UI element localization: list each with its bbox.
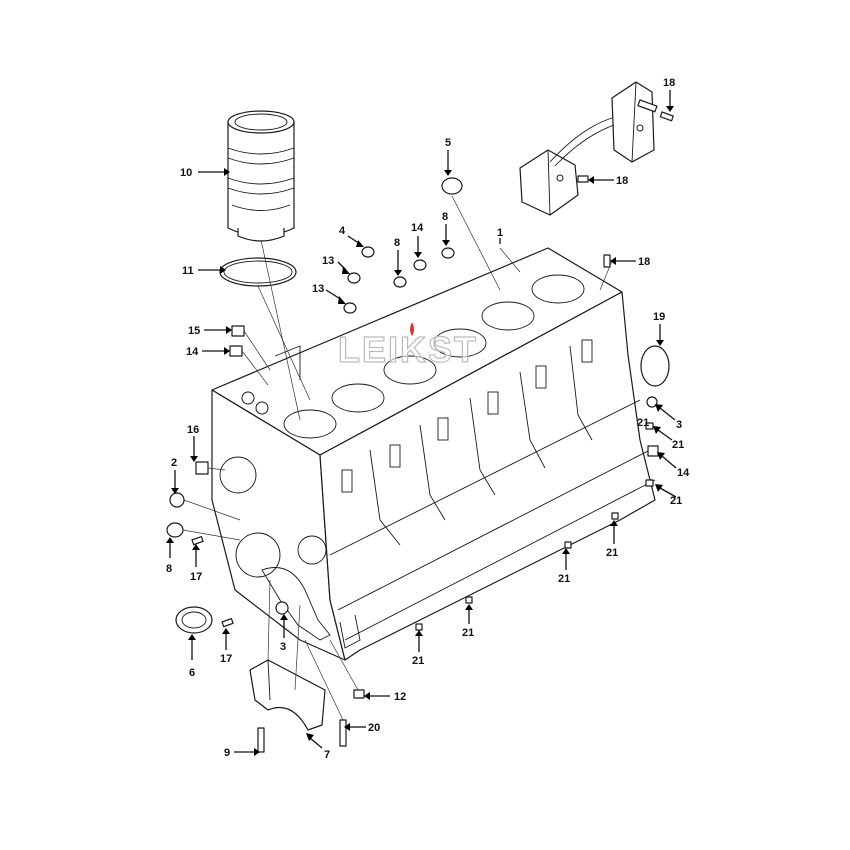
callout-21: 21 — [672, 439, 684, 451]
callout-9: 9 — [224, 747, 230, 759]
callout-11: 11 — [182, 265, 194, 277]
callout-7: 7 — [324, 749, 330, 761]
flame-logo-icon — [410, 322, 414, 336]
callout-12: 12 — [394, 691, 406, 703]
liner-seal-ring — [219, 257, 297, 287]
callout-15: 15 — [188, 325, 200, 337]
breather-bracket-assembly — [519, 81, 674, 216]
leader-lines — [182, 195, 613, 721]
callout-21: 21 — [558, 573, 570, 585]
callout-13: 13 — [322, 255, 334, 267]
callout-2: 2 — [171, 457, 177, 469]
callout-19: 19 — [653, 311, 665, 323]
callout-3: 3 — [280, 641, 286, 653]
callout-14: 14 — [411, 222, 424, 234]
callout-labels: 1 2 3 3 4 5 6 7 8 8 8 9 10 11 12 13 13 1… — [166, 77, 690, 761]
callout-21: 21 — [606, 547, 618, 559]
callout-4: 4 — [339, 225, 346, 237]
callout-17: 17 — [190, 571, 202, 583]
callout-13: 13 — [312, 283, 324, 295]
callout-21: 21 — [670, 495, 682, 507]
callout-14: 14 — [677, 467, 690, 479]
callout-21: 21 — [412, 655, 424, 667]
callout-8: 8 — [394, 237, 400, 249]
brand-watermark: LEIKST — [337, 322, 478, 371]
callout-18: 18 — [616, 175, 628, 187]
callout-1: 1 — [497, 227, 503, 239]
watermark-text: LEIKST — [338, 329, 478, 370]
callout-16: 16 — [187, 424, 199, 436]
callout-5: 5 — [445, 137, 451, 149]
callout-17: 17 — [220, 653, 232, 665]
callout-8: 8 — [442, 211, 448, 223]
cylinder-liner — [227, 110, 295, 242]
callout-21: 21 — [637, 417, 649, 429]
callout-arrows — [166, 90, 677, 756]
callout-18: 18 — [663, 77, 675, 89]
callout-20: 20 — [368, 722, 380, 734]
callout-3: 3 — [676, 419, 682, 431]
callout-8: 8 — [166, 563, 172, 575]
callout-10: 10 — [180, 167, 192, 179]
callout-21: 21 — [462, 627, 474, 639]
loose-parts — [166, 177, 670, 753]
cylinder-block — [211, 247, 656, 661]
callout-14: 14 — [186, 346, 199, 358]
callout-6: 6 — [189, 667, 195, 679]
callout-18: 18 — [638, 256, 650, 268]
